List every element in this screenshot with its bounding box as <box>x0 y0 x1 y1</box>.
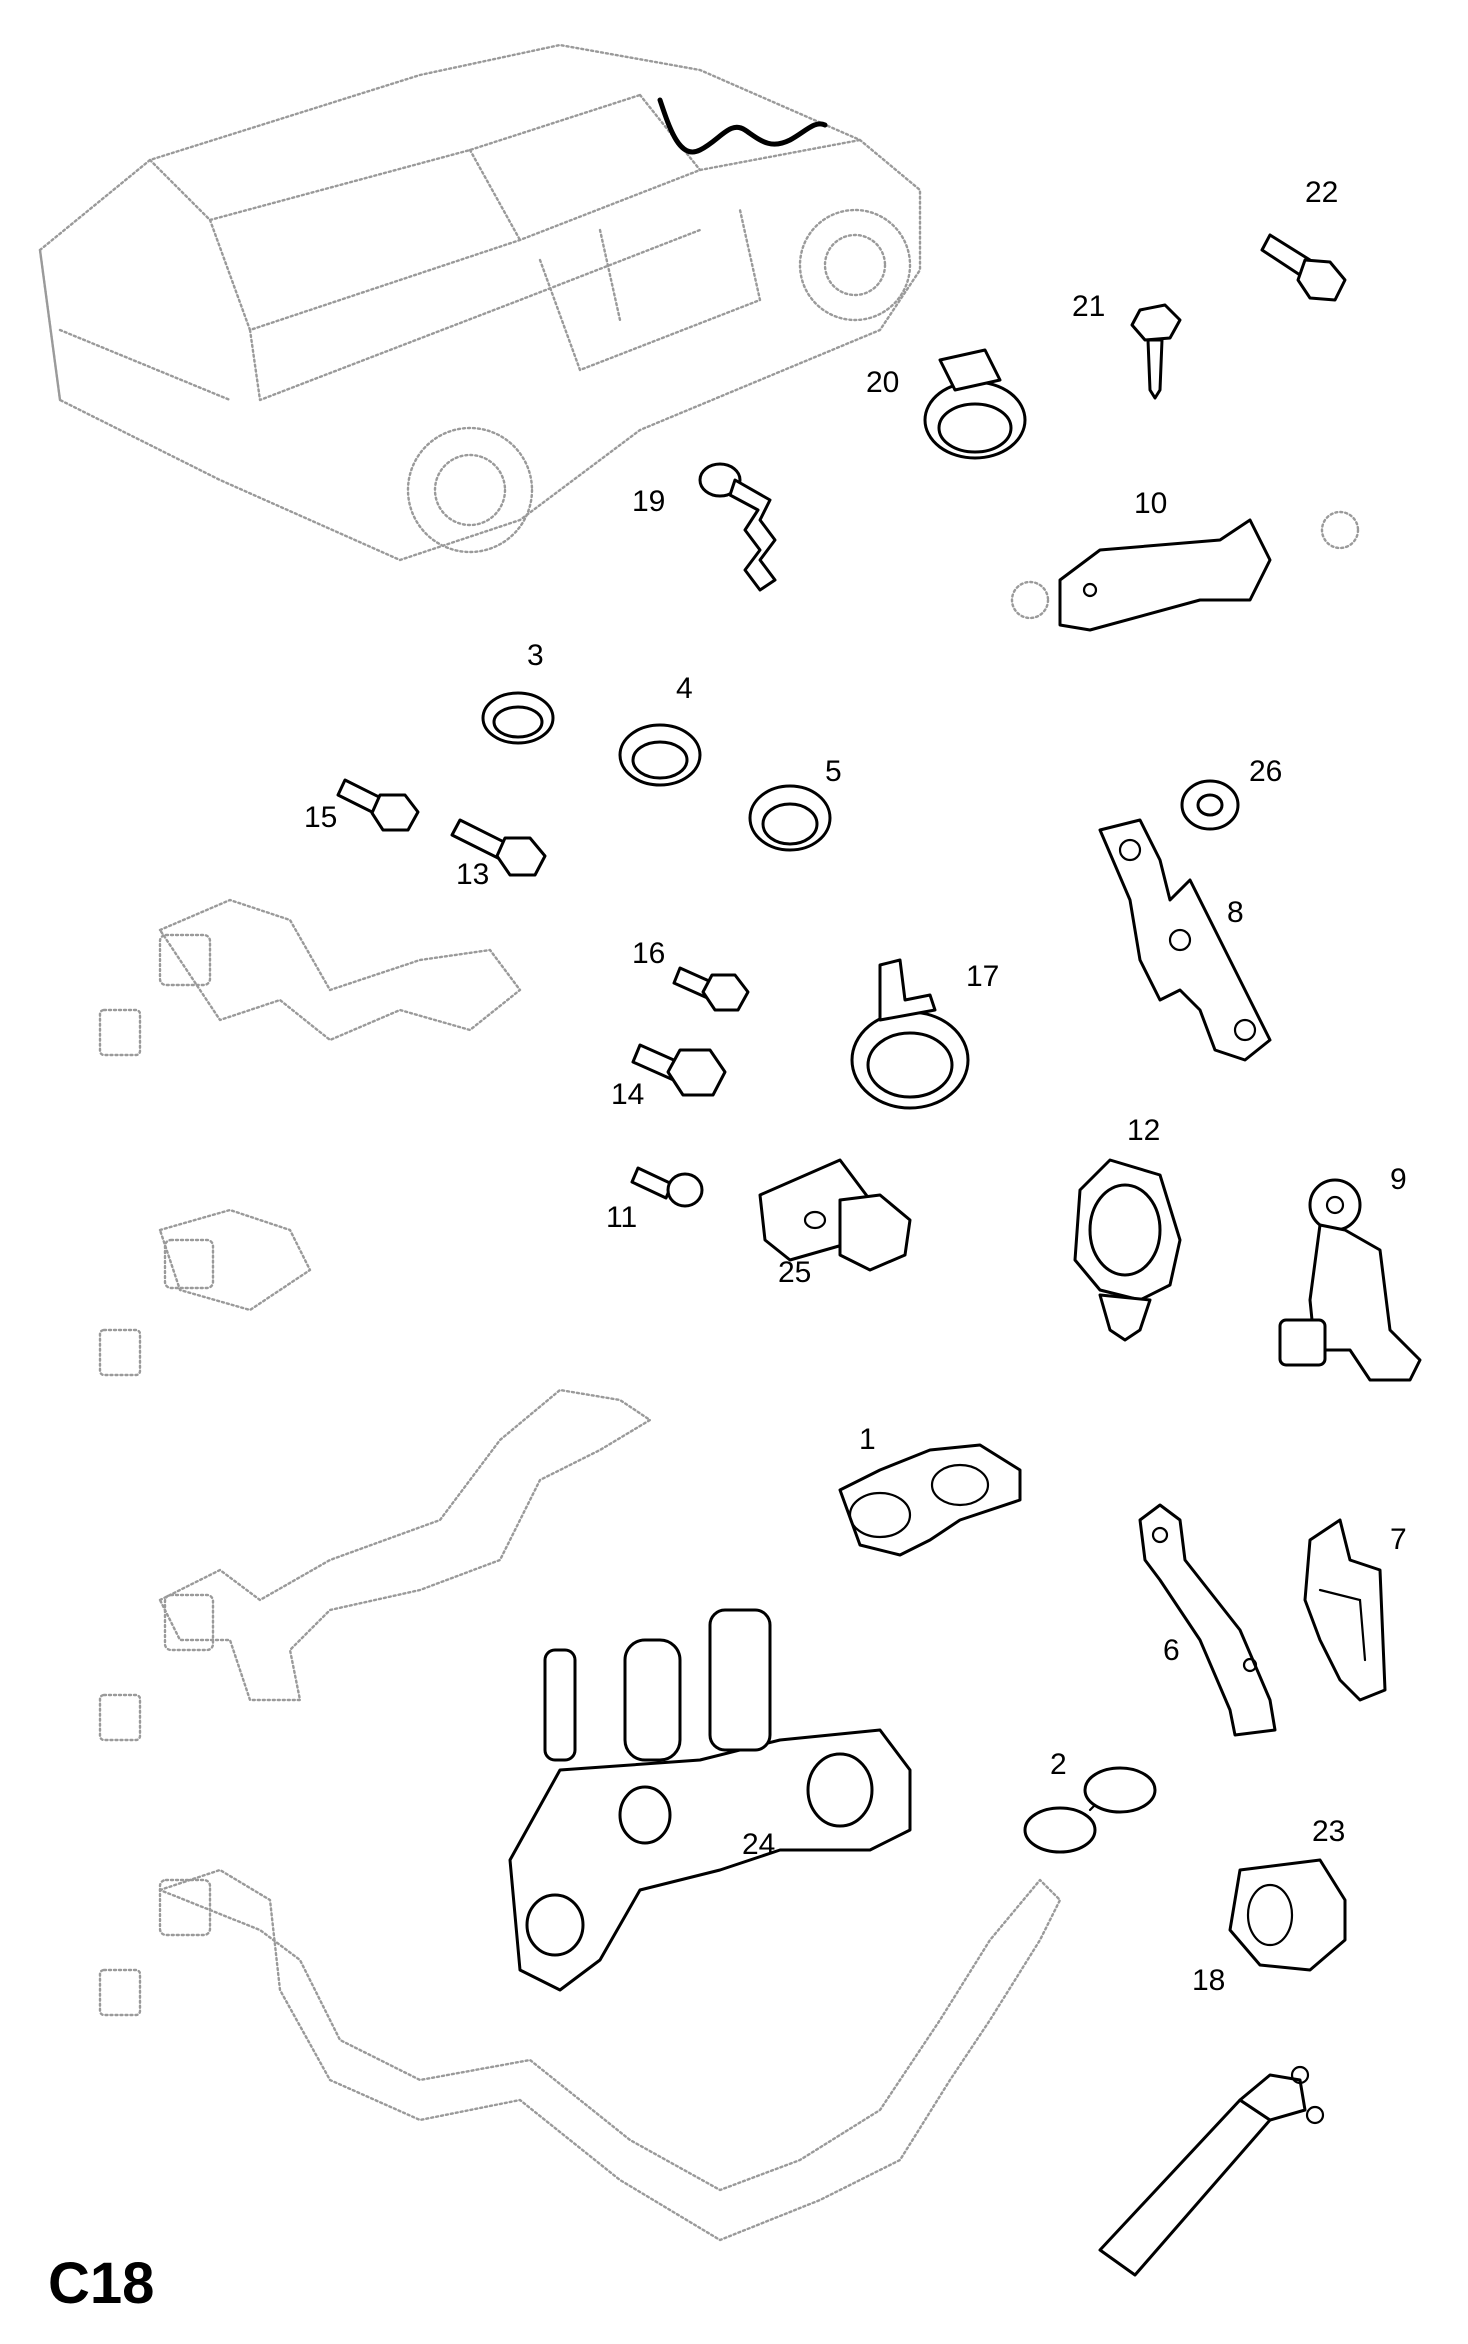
part-6-strap <box>1138 1503 1277 1737</box>
callout-7: 7 <box>1390 1523 1407 1556</box>
callout-16: 16 <box>632 937 666 970</box>
callout-25: 25 <box>778 1256 812 1289</box>
part-12-clip <box>1073 1158 1182 1342</box>
callout-23: 23 <box>1312 1815 1346 1848</box>
part-15-bolt <box>336 778 420 832</box>
part-4-clamp <box>618 723 702 787</box>
part-3-clamp <box>481 691 555 745</box>
callout-3: 3 <box>527 639 544 672</box>
callout-11: 11 <box>606 1201 638 1234</box>
part-20-clamp <box>923 348 1027 460</box>
part-10-bracket <box>1010 510 1360 632</box>
callout-21: 21 <box>1072 290 1106 323</box>
callout-6: 6 <box>1163 1634 1180 1667</box>
callout-10: 10 <box>1134 487 1168 520</box>
callout-5: 5 <box>825 755 842 788</box>
callout-24: 24 <box>742 1828 776 1861</box>
callout-19: 19 <box>632 485 666 518</box>
part-11-bolt <box>630 1166 704 1208</box>
part-1-clip <box>838 1443 1022 1557</box>
callout-2: 2 <box>1050 1748 1067 1781</box>
callout-26: 26 <box>1249 755 1283 788</box>
callout-1: 1 <box>859 1423 876 1456</box>
callout-9: 9 <box>1390 1163 1407 1196</box>
callout-13: 13 <box>456 858 490 891</box>
part-8-bracket <box>1098 818 1272 1062</box>
callout-14: 14 <box>611 1078 645 1111</box>
callout-18: 18 <box>1192 1964 1226 1997</box>
part-18-tool <box>1098 2065 1325 2277</box>
part-16-bolt <box>672 966 750 1012</box>
part-14-bolt <box>631 1043 727 1097</box>
part-2-clip <box>1023 1766 1157 1854</box>
part-9-bracket <box>1278 1178 1422 1382</box>
part-17-clamp <box>850 958 970 1110</box>
part-7-clip <box>1303 1518 1387 1702</box>
part-25-banjo-bolt <box>758 1158 912 1272</box>
part-23-cap <box>1228 1858 1347 1972</box>
part-19-clip <box>698 462 777 592</box>
callout-15: 15 <box>304 801 338 834</box>
figure-code: C18 <box>48 2251 155 2316</box>
hose-outlines <box>98 898 1062 2242</box>
callout-22: 22 <box>1305 176 1339 209</box>
callout-4: 4 <box>676 672 693 705</box>
part-22-bolt <box>1260 233 1347 302</box>
callout-12: 12 <box>1127 1114 1161 1147</box>
part-5-clamp <box>748 784 832 852</box>
part-24-manifold <box>508 1608 912 1992</box>
callout-20: 20 <box>866 366 900 399</box>
part-13-bolt <box>450 818 547 877</box>
car-outline <box>38 43 922 562</box>
callout-17: 17 <box>966 960 1000 993</box>
part-21-screw <box>1130 303 1182 400</box>
part-26-washer <box>1180 779 1240 831</box>
callout-8: 8 <box>1227 896 1244 929</box>
